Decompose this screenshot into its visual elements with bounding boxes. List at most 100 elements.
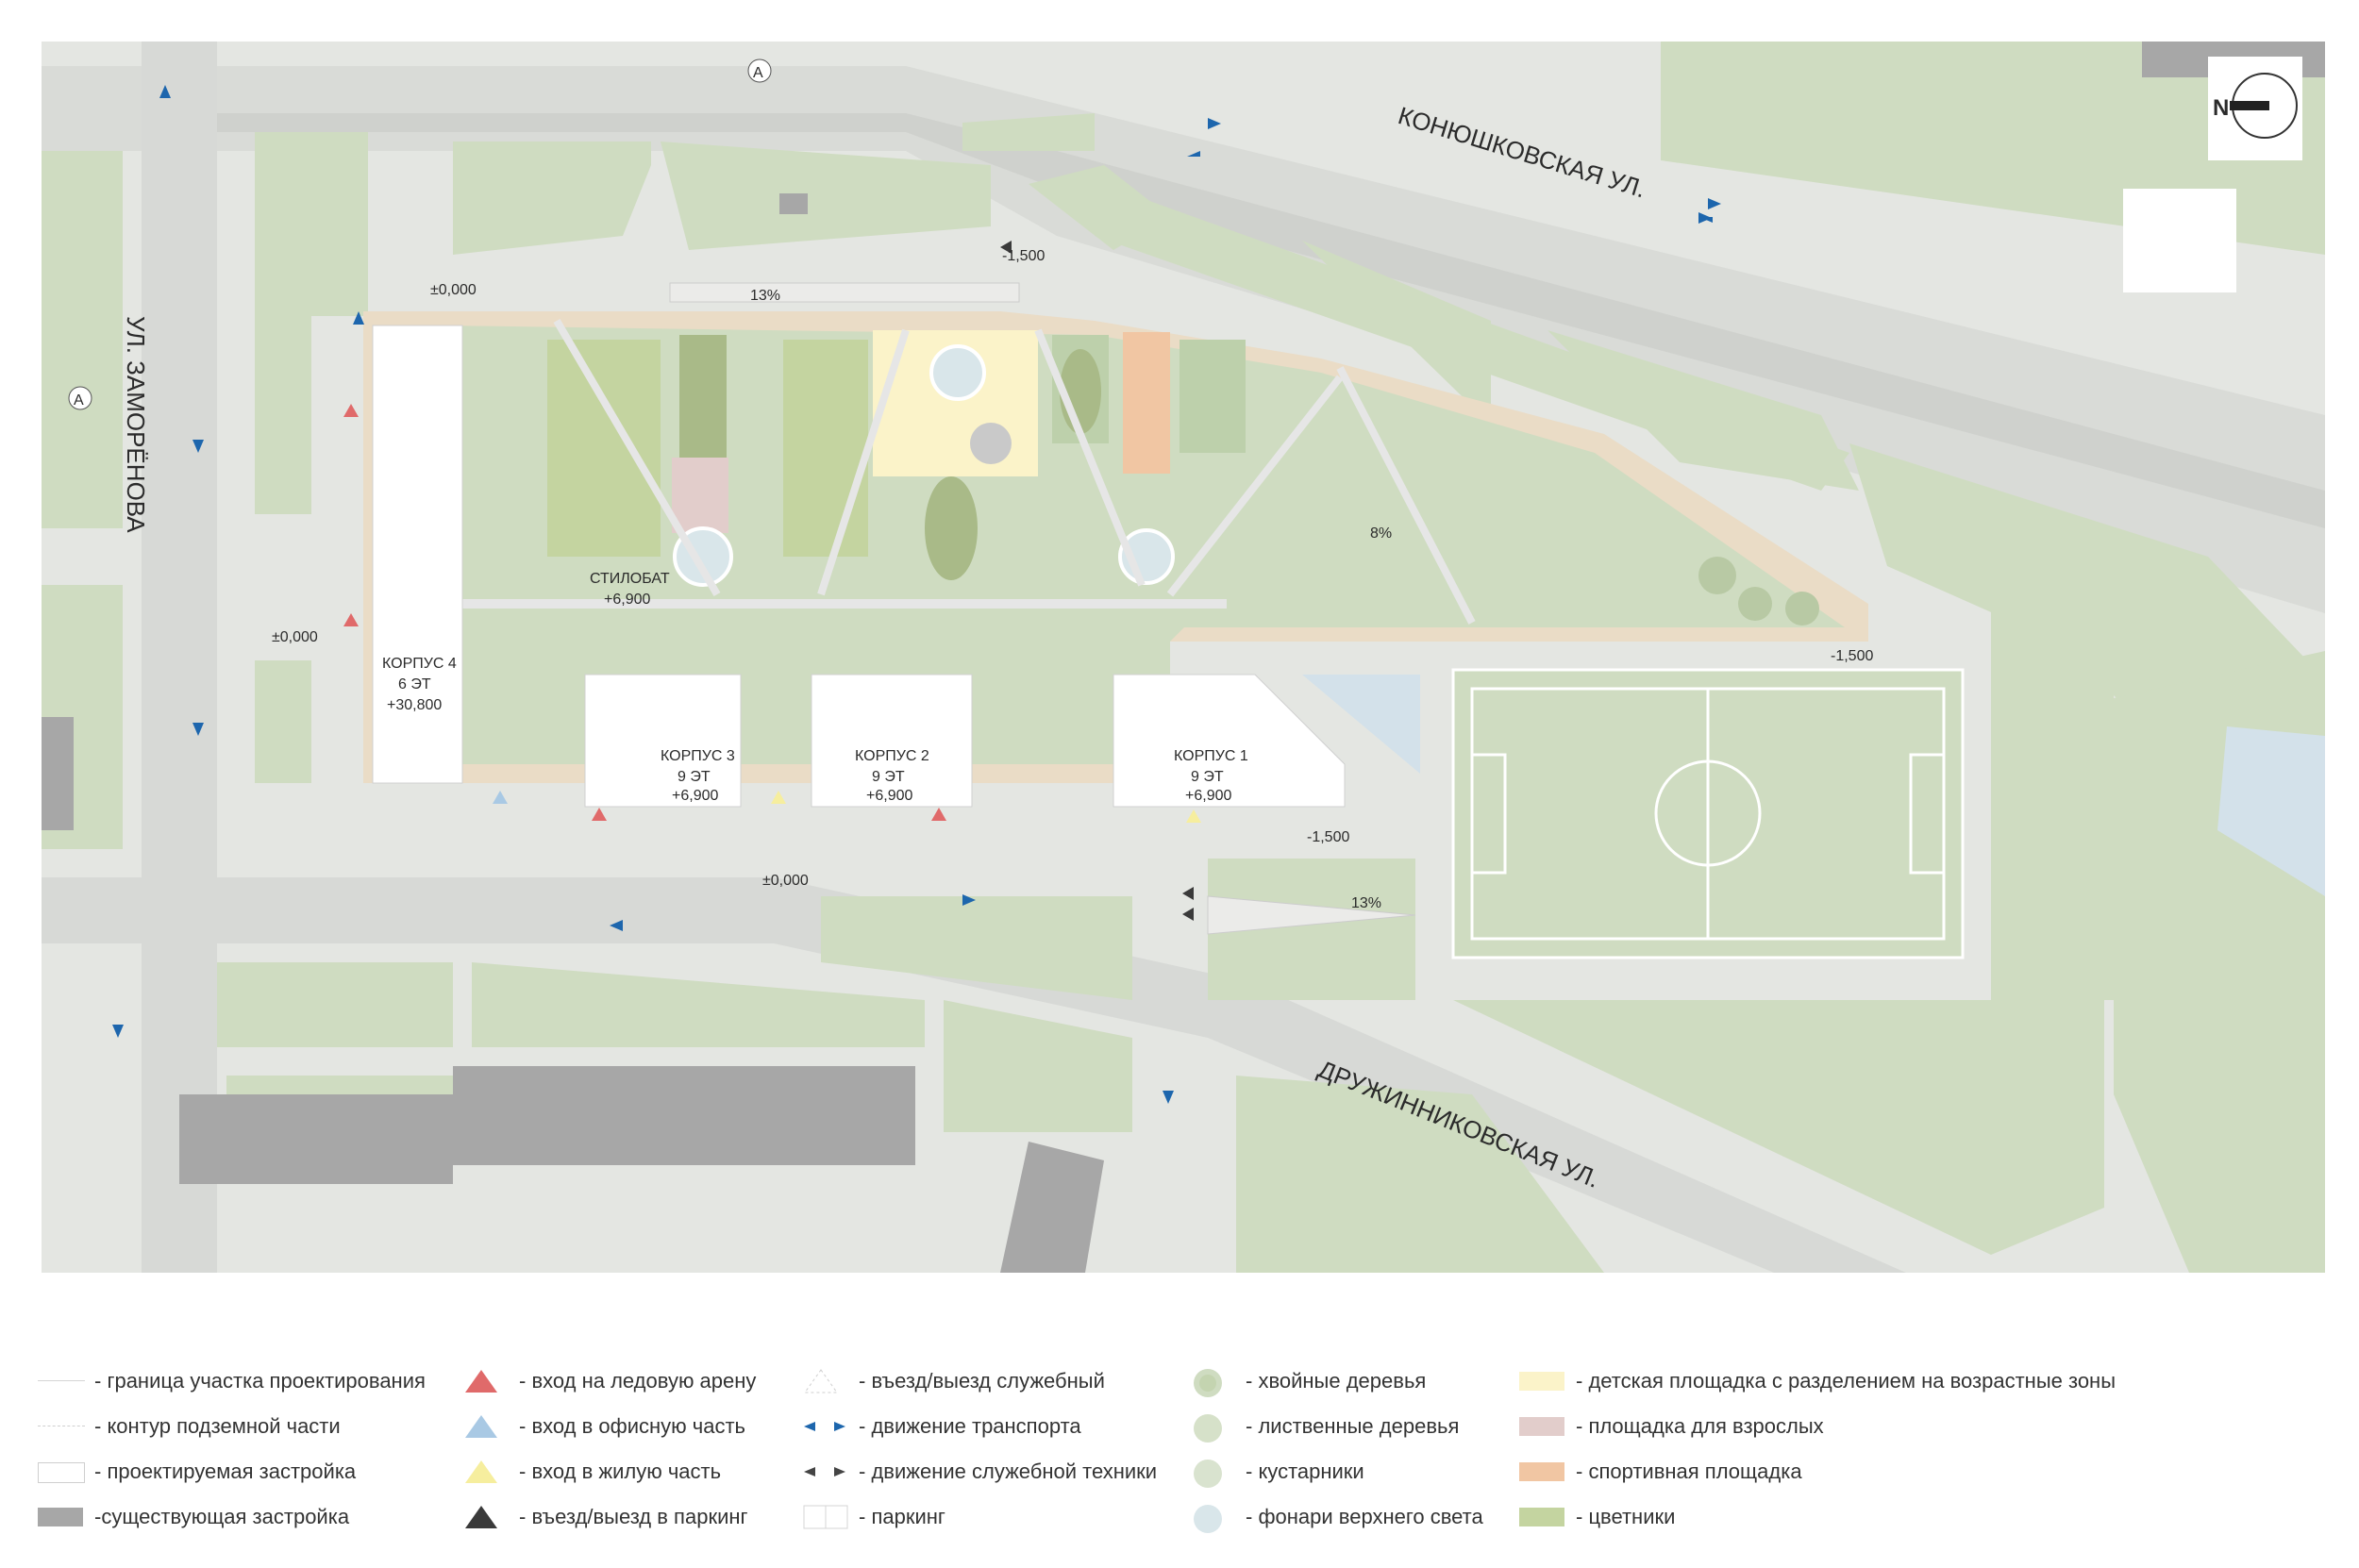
sport-ground: [1123, 332, 1170, 474]
proposed-building-symbol: [38, 1459, 94, 1485]
stylobate-level: +6,900: [604, 592, 650, 608]
bus-stop: A: [747, 58, 772, 83]
entry-residential-marker: [771, 791, 786, 804]
traffic-arrows: [112, 85, 1721, 1104]
stylobate-name: СТИЛОБАТ: [590, 571, 670, 587]
svg-text:КОРПУС 1: КОРПУС 1: [1174, 748, 1248, 764]
legend-item-sport-ground: - спортивная площадка: [1519, 1449, 2116, 1494]
level-label: -1,500: [1307, 829, 1349, 845]
underground-contour-symbol: [38, 1413, 94, 1440]
water-feature: [2217, 726, 2325, 896]
triangle-blue-icon: [462, 1413, 519, 1440]
lawn: [661, 142, 991, 250]
legend-column-traffic: - въезд/выезд служебный - движение транс…: [802, 1359, 1157, 1540]
lawn: [42, 151, 123, 528]
existing-building: [42, 717, 74, 830]
path: [553, 318, 721, 597]
lawn: [1302, 241, 1491, 425]
lawn: [472, 962, 925, 1047]
bus-stop: A: [68, 386, 92, 410]
label-korpus-3: КОРПУС 3 9 ЭТ +6,900: [661, 748, 735, 804]
ramp: [1207, 895, 1416, 935]
lawn: [944, 1000, 1132, 1132]
svg-text:A: A: [753, 65, 763, 81]
label-korpus-1: КОРПУС 1 9 ЭТ +6,900: [1174, 748, 1248, 804]
existing-building: [453, 1066, 915, 1165]
legend-column-greenery: - хвойные деревья - лиственные деревья -…: [1189, 1359, 1483, 1540]
conifer-tree-icon: [1189, 1368, 1246, 1397]
level-label: ±0,000: [272, 629, 318, 645]
svg-text:+30,800: +30,800: [387, 697, 442, 713]
lawn: [1991, 594, 2114, 1000]
svg-text:+6,900: +6,900: [672, 788, 718, 804]
legend-column-entries: - вход на ледовую арену - вход в офисную…: [462, 1359, 756, 1540]
slope-label: 13%: [1351, 895, 1381, 911]
legend-item-residential-entry: - вход в жилую часть: [462, 1449, 756, 1494]
legend-item-ice-arena-entry: - вход на ледовую арену: [462, 1359, 756, 1404]
level-label: ±0,000: [430, 282, 477, 298]
existing-building: [1000, 1142, 1104, 1273]
lawn: [217, 962, 453, 1047]
road-zamorenova: [142, 42, 217, 1273]
field-center-circle: [1654, 759, 1762, 867]
blue-arrows-icon: [802, 1413, 859, 1440]
entry-office-marker: [493, 791, 508, 804]
parking-entry-marker: [1182, 908, 1194, 921]
legend-item-existing-building: -существующая застройка: [38, 1494, 426, 1540]
legend-item-flower-beds: - цветники: [1519, 1494, 2116, 1540]
triangle-red-icon: [462, 1368, 519, 1394]
triangle-black-icon: [462, 1504, 519, 1530]
street-label-zamorenova: УЛ. ЗАМОРЁНОВА: [122, 316, 150, 533]
ramp: [669, 282, 1020, 303]
building-korpus-2: [811, 674, 973, 808]
flower-bed: [783, 340, 868, 557]
existing-building: [179, 1094, 453, 1184]
lawn: [1208, 859, 1415, 1000]
triangle-yellow-icon: [462, 1459, 519, 1485]
path: [817, 328, 910, 596]
lawn: [1548, 330, 1859, 491]
parking-symbol: [802, 1504, 859, 1530]
grey-arrows-icon: [802, 1459, 859, 1485]
legend-item-service-traffic: - движение служебной техники: [802, 1449, 1157, 1494]
legend-item-office-entry: - вход в офисную часть: [462, 1404, 756, 1449]
field-box: [1909, 753, 1946, 875]
adults-swatch: [1519, 1413, 1576, 1440]
entry-residential-marker: [1186, 809, 1201, 823]
skylight: [970, 423, 1012, 464]
tree: [1698, 557, 1736, 594]
flower-bed: [547, 340, 661, 557]
legend-item-proposed-building: - проектируемая застройка: [38, 1449, 426, 1494]
skylight: [929, 344, 986, 401]
building-korpus-4: [372, 325, 463, 784]
entry-ice-arena-marker: [343, 404, 359, 417]
tree: [1738, 587, 1772, 621]
legend-item-traffic-flow: - движение транспорта: [802, 1404, 1157, 1449]
lawn: [453, 142, 651, 255]
flowers-swatch: [1519, 1504, 1576, 1530]
tree: [682, 349, 724, 415]
level-label: -1,500: [1002, 248, 1045, 264]
svg-text:КОРПУС 3: КОРПУС 3: [661, 748, 735, 764]
adults-area: [672, 458, 728, 533]
neighbour-building: [2123, 189, 2236, 292]
path: [1034, 328, 1146, 587]
svg-text:6 ЭТ: 6 ЭТ: [398, 676, 431, 692]
entry-ice-arena-marker: [592, 808, 607, 821]
water-feature: [1302, 675, 1420, 774]
entry-ice-arena-marker: [343, 613, 359, 626]
lawn: [962, 113, 1095, 151]
entry-ice-arena-marker: [931, 808, 946, 821]
legend-item-parking-entry: - въезд/выезд в паркинг: [462, 1494, 756, 1540]
parking-entry-marker: [1000, 241, 1012, 254]
lawn: [255, 660, 311, 783]
lawn: [821, 896, 1132, 1000]
sport-swatch: [1519, 1459, 1576, 1485]
compass: N: [2213, 73, 2298, 139]
field-box: [1470, 753, 1507, 875]
path: [1336, 366, 1476, 625]
slope-label: 8%: [1370, 525, 1392, 542]
legend-item-kids-playground: - детская площадка с разделением на возр…: [1519, 1359, 2116, 1404]
svg-text:КОРПУС 4: КОРПУС 4: [382, 656, 457, 672]
